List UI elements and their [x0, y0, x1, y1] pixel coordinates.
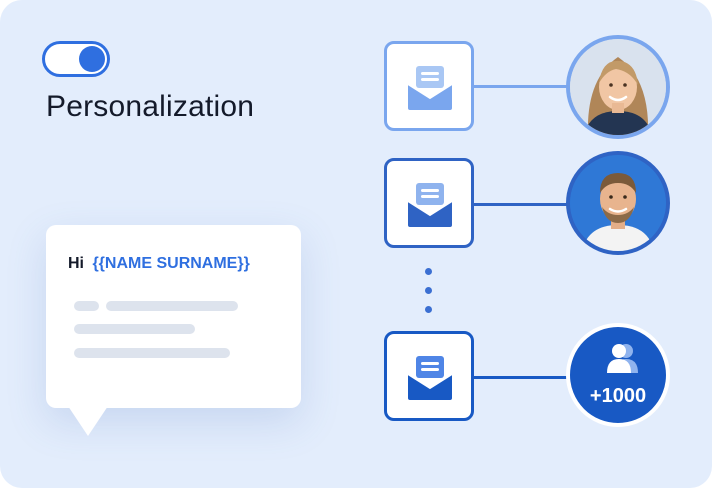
email-card-2 [384, 158, 474, 248]
recipient-group-counter: +1000 [566, 323, 670, 427]
message-greeting: Hi {{NAME SURNAME}} [68, 255, 250, 273]
placeholder-line [74, 301, 99, 311]
message-preview-bubble: Hi {{NAME SURNAME}} [46, 225, 301, 436]
placeholder-line [74, 324, 195, 334]
feature-title: Personalization [46, 90, 255, 123]
connector-line [471, 85, 571, 88]
connector-line [471, 376, 571, 379]
users-icon [607, 344, 638, 373]
open-envelope-icon [407, 183, 453, 227]
placeholder-line [106, 301, 238, 311]
ellipsis-dot [425, 287, 432, 294]
toggle-knob [79, 46, 105, 72]
placeholder-line [74, 348, 230, 358]
open-envelope-icon [407, 356, 453, 400]
connector-line [471, 203, 571, 206]
ellipsis-dot [425, 306, 432, 313]
recipient-avatar-woman [566, 35, 670, 139]
ellipsis-dot [425, 268, 432, 275]
recipient-count-label: +1000 [589, 385, 647, 407]
bubble-tail [68, 406, 108, 436]
name-variable-tag: {{NAME SURNAME}} [92, 255, 250, 272]
man-portrait-icon [570, 155, 666, 251]
open-envelope-icon [407, 66, 453, 110]
personalization-toggle[interactable] [42, 41, 110, 77]
recipient-avatar-man [566, 151, 670, 255]
email-card-3 [384, 331, 474, 421]
email-card-1 [384, 41, 474, 131]
woman-portrait-icon [570, 39, 666, 135]
greeting-text: Hi [68, 255, 84, 272]
